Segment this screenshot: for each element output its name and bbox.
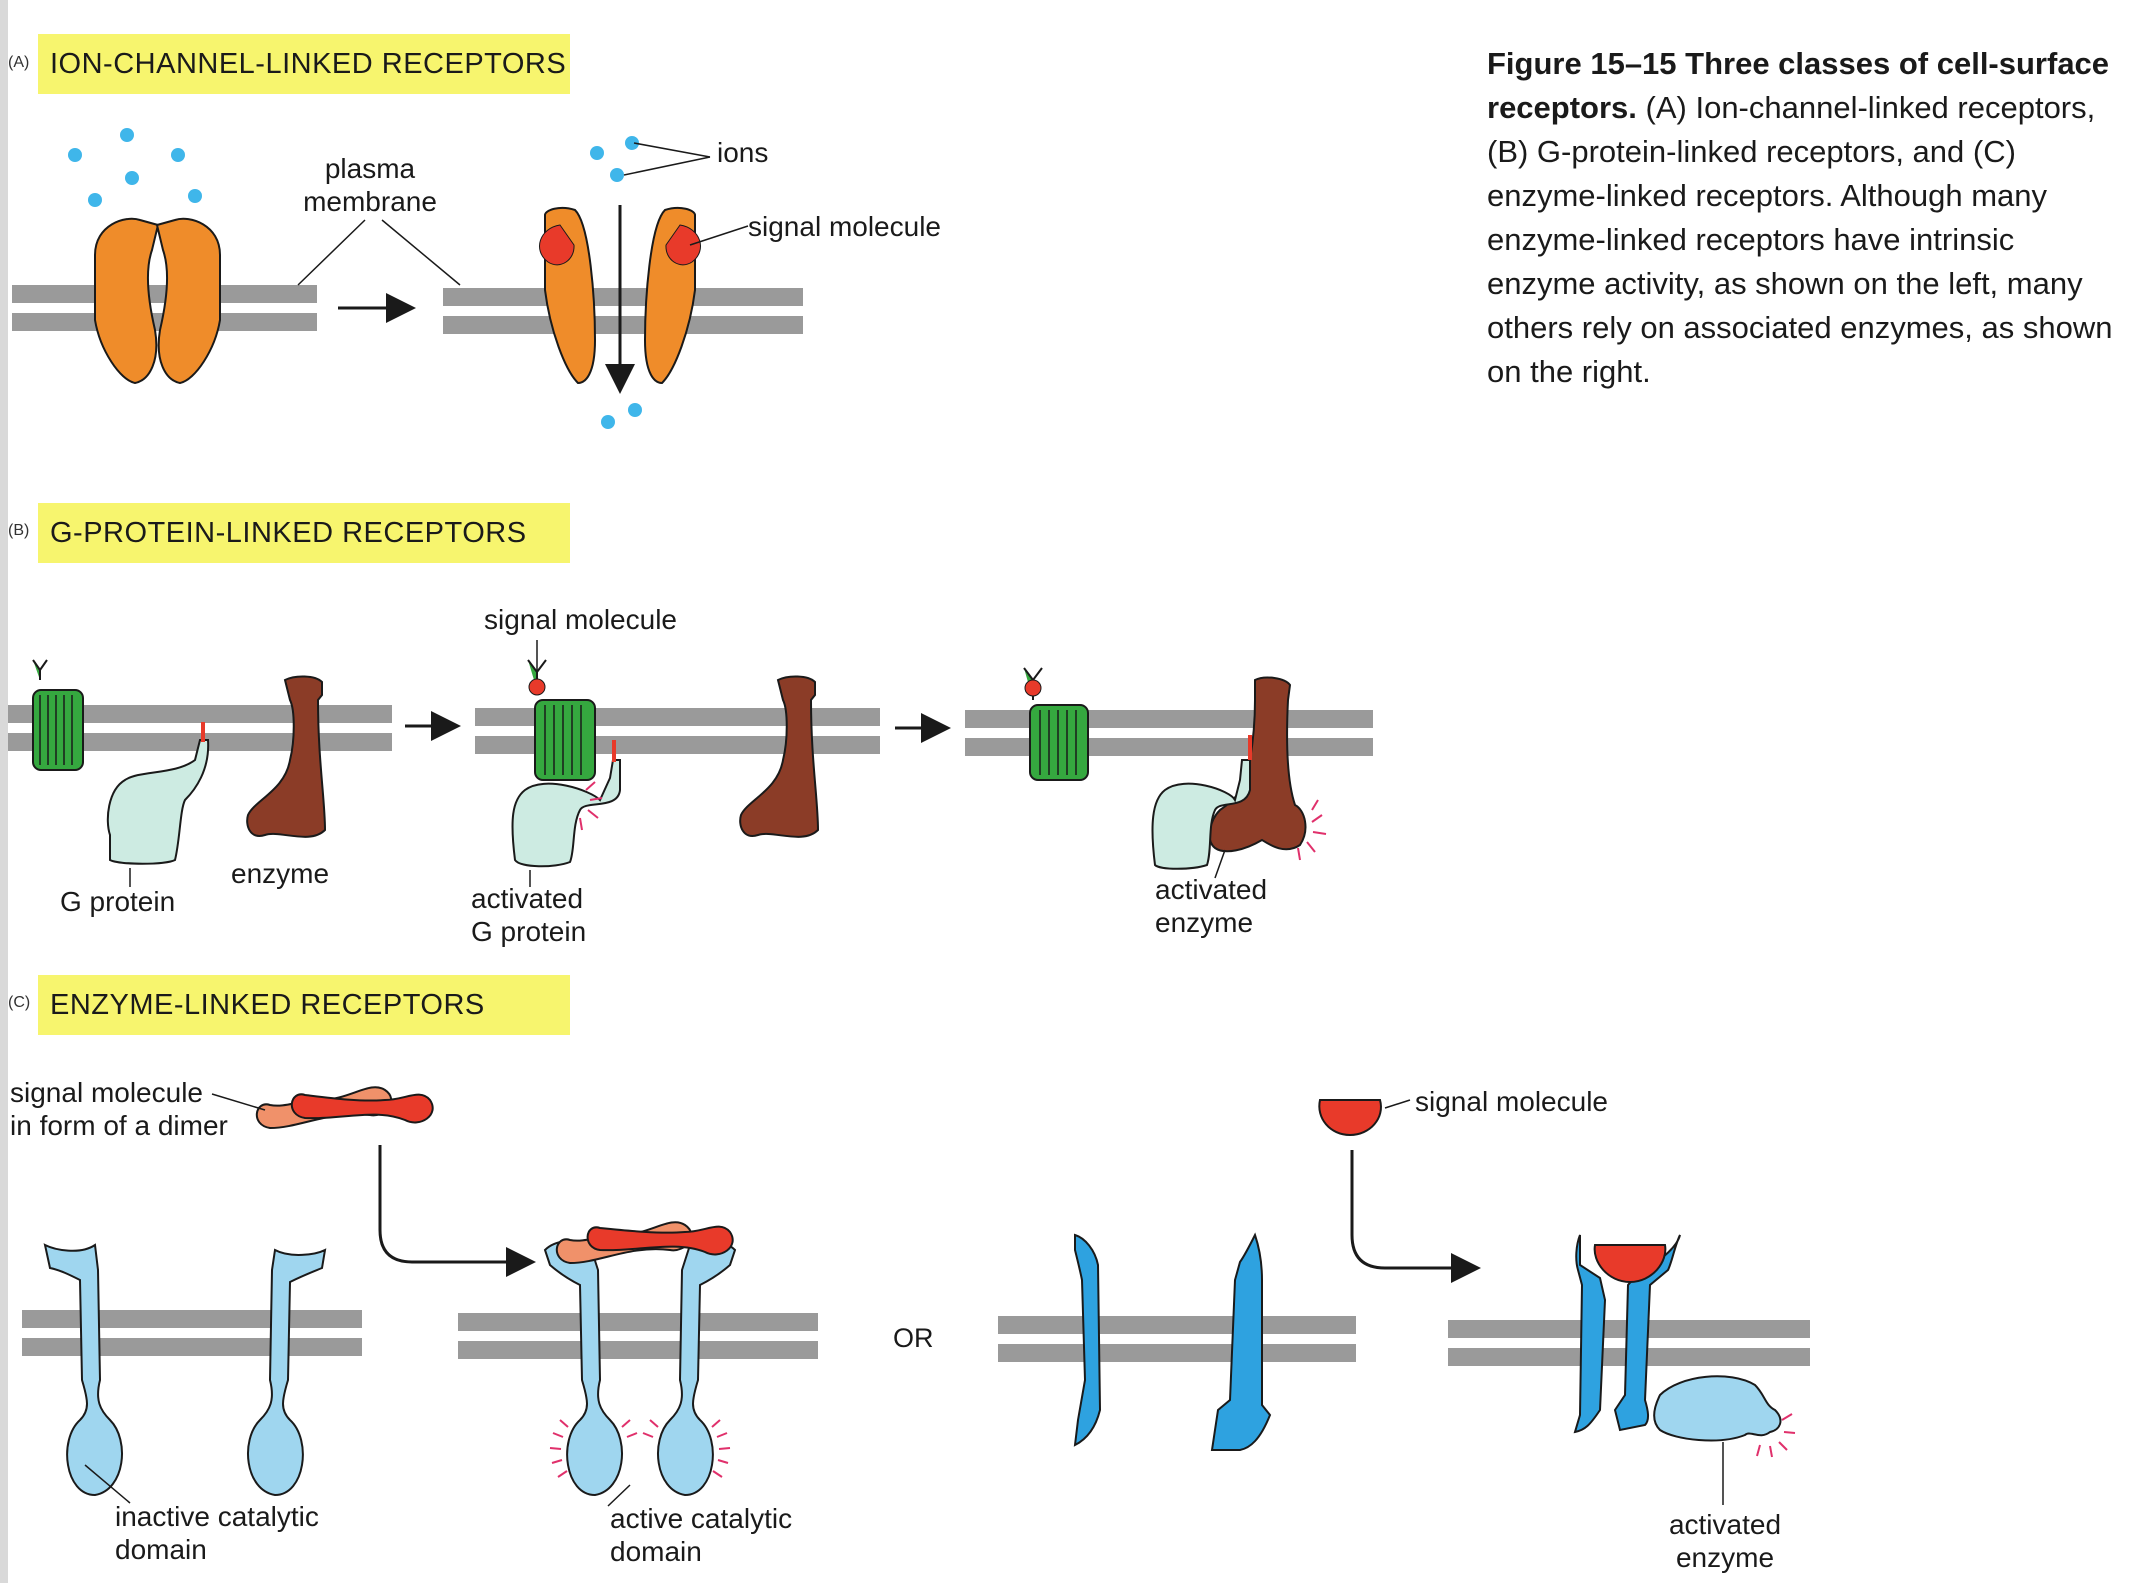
enzyme: [739, 675, 820, 838]
label-leaders: [297, 142, 749, 286]
enzyme: [246, 675, 327, 838]
signal-dimer-label: signal molecule in form of a dimer: [10, 1077, 228, 1141]
signal-molecule-label: signal molecule: [748, 211, 941, 242]
active-receptor: [543, 1239, 737, 1497]
g-protein-linked-receptor: [527, 659, 596, 781]
g-protein: [106, 722, 210, 865]
inactive-receptor: [43, 1243, 327, 1497]
page-edge-strip: [0, 0, 8, 1583]
membrane: [458, 1313, 818, 1359]
closed-ion-channel: [94, 217, 221, 385]
plasma-membrane-label: plasma membrane: [303, 153, 437, 217]
inactive-domain-label: inactive catalytic domain: [115, 1501, 319, 1565]
caption-heading: Figure 15–15 Three classes of cell-surfa…: [1487, 46, 2110, 125]
panel-a-graphics: [12, 128, 803, 429]
receptor-with-enzyme: [1573, 1234, 1782, 1442]
ions: [590, 136, 642, 429]
activated-enzyme-complex: [1151, 676, 1327, 870]
panel-a-banner: ION-CHANNEL-LINKED RECEPTORS: [38, 34, 570, 94]
panel-c-graphics: [22, 1086, 1810, 1507]
signal-molecule: [528, 678, 546, 696]
signal-dimer: [555, 1221, 734, 1265]
panel-c-banner: ENZYME-LINKED RECEPTORS: [38, 975, 570, 1035]
label-leaders: [129, 849, 1226, 887]
activated-enzyme-label: activated enzyme: [1155, 874, 1268, 938]
signal-molecule: [1318, 1099, 1382, 1137]
figure-caption: Figure 15–15 Three classes of cell-surfa…: [1487, 42, 2117, 394]
activation-marks: [549, 1419, 731, 1478]
ions-label: ions: [717, 137, 769, 168]
transition-arrow: [378, 1145, 536, 1277]
signal-molecule: [538, 224, 702, 266]
signal-molecule: [1024, 679, 1042, 697]
activated-g-protein-label: activated G protein: [471, 883, 587, 947]
enzyme-label: enzyme: [231, 858, 330, 889]
label-leaders: [84, 1442, 1724, 1507]
signal-dimer: [255, 1086, 434, 1130]
activated-g-protein: [511, 740, 621, 868]
g-protein-linked-receptor: [32, 659, 84, 771]
membrane: [22, 1310, 362, 1356]
label-leader: [211, 1093, 266, 1111]
active-domain-label: active catalytic domain: [610, 1503, 793, 1567]
transition-arrow: [1350, 1150, 1481, 1283]
panel-b-banner: G-PROTEIN-LINKED RECEPTORS: [38, 503, 570, 563]
panel-a-tag: (A): [8, 54, 30, 71]
signal-molecule-label: signal molecule: [484, 604, 677, 635]
panel-b-title: G-PROTEIN-LINKED RECEPTORS: [50, 516, 527, 549]
signal-molecule-label: signal molecule: [1415, 1086, 1608, 1117]
panel-c-title: ENZYME-LINKED RECEPTORS: [50, 988, 485, 1021]
caption-body: (A) Ion-channel-linked receptors, (B) G-…: [1487, 90, 2113, 389]
panel-a-title: ION-CHANNEL-LINKED RECEPTORS: [50, 47, 567, 80]
receptor-without-enzyme: [1073, 1232, 1272, 1451]
activated-enzyme-label: activated enzyme: [1668, 1509, 1782, 1573]
membrane: [998, 1316, 1356, 1362]
or-label: OR: [893, 1323, 934, 1353]
panel-b-graphics: [8, 640, 1373, 887]
activation-marks: [1756, 1413, 1796, 1458]
membrane: [443, 288, 803, 334]
label-leader: [1384, 1099, 1411, 1109]
panel-c-tag: (C): [8, 994, 31, 1011]
panel-b-tag: (B): [8, 522, 30, 539]
g-protein-label: G protein: [60, 886, 176, 917]
g-protein-linked-receptor: [1023, 667, 1089, 781]
ions: [68, 128, 202, 207]
membrane: [965, 710, 1373, 756]
